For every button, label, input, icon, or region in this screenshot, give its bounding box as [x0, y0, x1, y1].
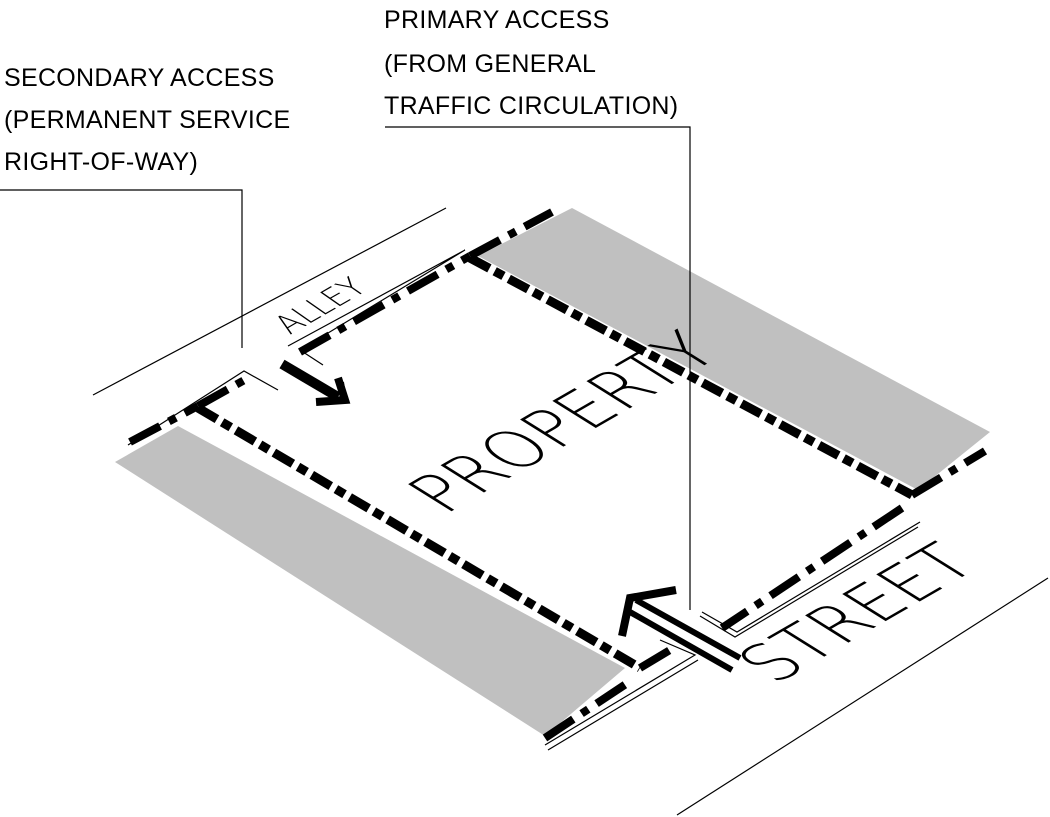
- property-line-street-left: [637, 646, 673, 672]
- property-line-left: [195, 404, 643, 672]
- alley-label: ALLEY: [266, 273, 376, 340]
- property-line-left-ext: [128, 402, 200, 446]
- property-line-right-ext: [909, 447, 988, 499]
- secondary-leader: [0, 189, 243, 348]
- street-edge: [676, 577, 1049, 816]
- street-curb-right: [701, 521, 921, 633]
- street-label: STREET: [720, 532, 994, 693]
- property-line-top-ext: [468, 208, 554, 260]
- neighbor-parcel-bottom: [115, 426, 625, 736]
- alley-curb-left: [127, 370, 279, 446]
- primary-access-arrow: [618, 586, 742, 673]
- street-curb-left: [544, 639, 697, 746]
- primary-leader: [385, 126, 691, 610]
- alley-curb-right: [287, 249, 466, 366]
- secondary-access-label: SECONDARY ACCESS (PERMANENT SERVICE RIGH…: [4, 64, 298, 176]
- alley-edge: [92, 207, 447, 396]
- property-line-street: [719, 504, 905, 632]
- property-line-alley-left: [196, 374, 250, 410]
- neighbor-parcel-top: [478, 208, 990, 490]
- primary-access-label: PRIMARY ACCESS (FROM GENERAL TRAFFIC CIR…: [384, 6, 678, 120]
- street-curb-right-2: [699, 526, 919, 638]
- property-line-alley: [298, 252, 472, 356]
- property-label: PROPERTY: [390, 321, 736, 524]
- secondary-access-arrow: [279, 359, 351, 406]
- property-line-bottom-ext: [542, 676, 635, 742]
- street-curb-left-2: [547, 659, 699, 751]
- property-line-right: [467, 254, 915, 499]
